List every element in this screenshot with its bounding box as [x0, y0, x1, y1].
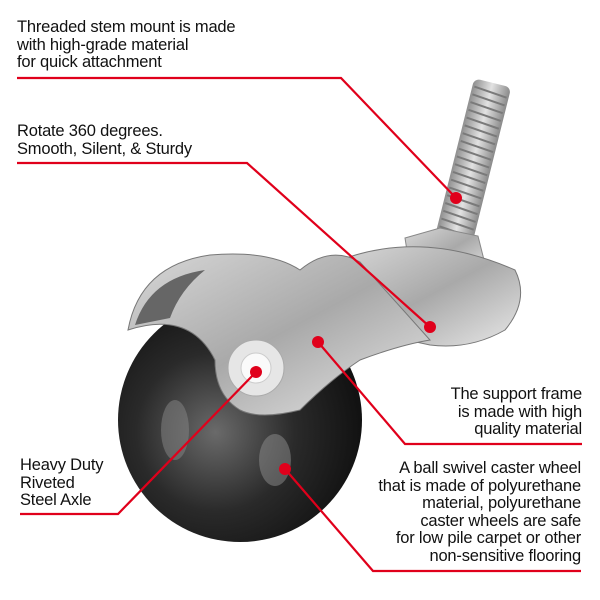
- threaded-stem: [432, 79, 510, 261]
- callout-dot-stem: [450, 192, 462, 204]
- callout-line-wheel: [284, 468, 581, 573]
- thread-ridge: [473, 85, 507, 99]
- callout-dot-wheel: [279, 463, 291, 475]
- callout-line-axle: [20, 371, 257, 516]
- thread-ridge: [470, 101, 504, 115]
- thread-ridge: [454, 163, 488, 177]
- thread-ridge: [450, 178, 484, 192]
- thread-ridge: [443, 209, 476, 223]
- callout-frame-text: The support frame is made with high qual…: [450, 385, 583, 438]
- callout-line-frame: [317, 341, 582, 446]
- thread-ridge: [466, 116, 500, 130]
- callout-dot-rotate: [424, 321, 436, 333]
- thread-ridge: [448, 186, 482, 200]
- callout-stem-text: Threaded stem mount is made with high-gr…: [17, 18, 236, 71]
- thread-ridge: [472, 93, 505, 107]
- callout-wheel-text: A ball swivel caster wheel that is made …: [378, 459, 581, 565]
- thread-ridge: [452, 171, 486, 185]
- caster-hood: [127, 253, 431, 416]
- thread-ridge: [456, 155, 490, 169]
- thread-ridge: [444, 202, 478, 216]
- thread-ridge: [462, 132, 496, 146]
- thread-ridge: [458, 147, 492, 161]
- thread-ridge: [441, 217, 475, 231]
- callout-dot-frame: [312, 336, 324, 348]
- callout-line-stem: [17, 76, 457, 199]
- thread-ridge: [468, 108, 502, 122]
- thread-ridge: [460, 139, 494, 153]
- thread-ridge: [464, 124, 498, 138]
- callout-line-rotate: [17, 161, 431, 328]
- callout-axle-text: Heavy Duty Riveted Steel Axle: [20, 456, 104, 509]
- callout-dot-axle: [250, 366, 262, 378]
- callout-rotate-text: Rotate 360 degrees. Smooth, Silent, & St…: [17, 122, 192, 158]
